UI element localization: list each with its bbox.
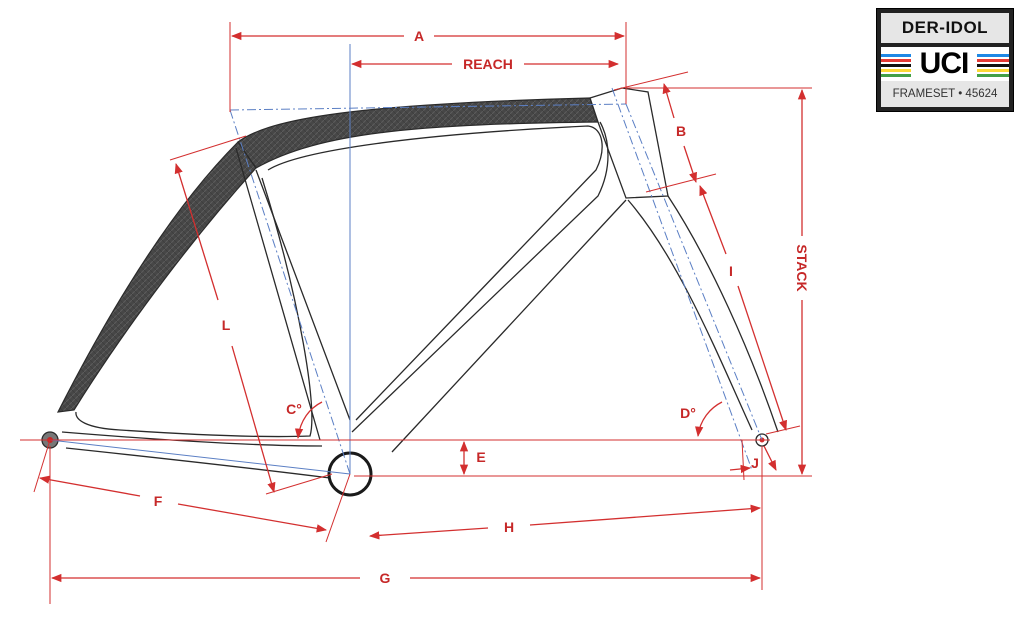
- rear-triangle-inner: [75, 177, 313, 438]
- label-d-angle: D°: [680, 405, 696, 421]
- badge-frameset-number: FRAMESET • 45624: [881, 81, 1009, 107]
- dimension-labels: A REACH B STACK I L C° D° E J F H G: [154, 28, 810, 586]
- uci-frameset-badge: DER-IDOL UCI FRAMESET • 45624: [876, 8, 1014, 112]
- label-stack: STACK: [794, 244, 810, 291]
- badge-uci-logo: UCI: [911, 47, 977, 81]
- label-b: B: [676, 123, 686, 139]
- label-j: J: [751, 455, 759, 471]
- chain-stay: [61, 431, 331, 479]
- label-a: A: [414, 28, 424, 44]
- label-l: L: [222, 317, 231, 333]
- dimension-lines: [20, 22, 812, 604]
- label-i: I: [729, 263, 733, 279]
- label-e: E: [476, 449, 485, 465]
- fork: [627, 195, 779, 433]
- top-tube: [237, 97, 599, 169]
- centerlines: [49, 44, 763, 475]
- label-f: F: [154, 493, 163, 509]
- label-c-angle: C°: [286, 401, 302, 417]
- down-tube: [351, 121, 627, 453]
- label-g: G: [380, 570, 391, 586]
- seat-stay: [56, 141, 257, 413]
- label-h: H: [504, 519, 514, 535]
- bicycle-frame: [41, 87, 779, 497]
- front-triangle-inner: [267, 125, 603, 421]
- badge-brand: DER-IDOL: [881, 13, 1009, 43]
- label-reach: REACH: [463, 56, 513, 72]
